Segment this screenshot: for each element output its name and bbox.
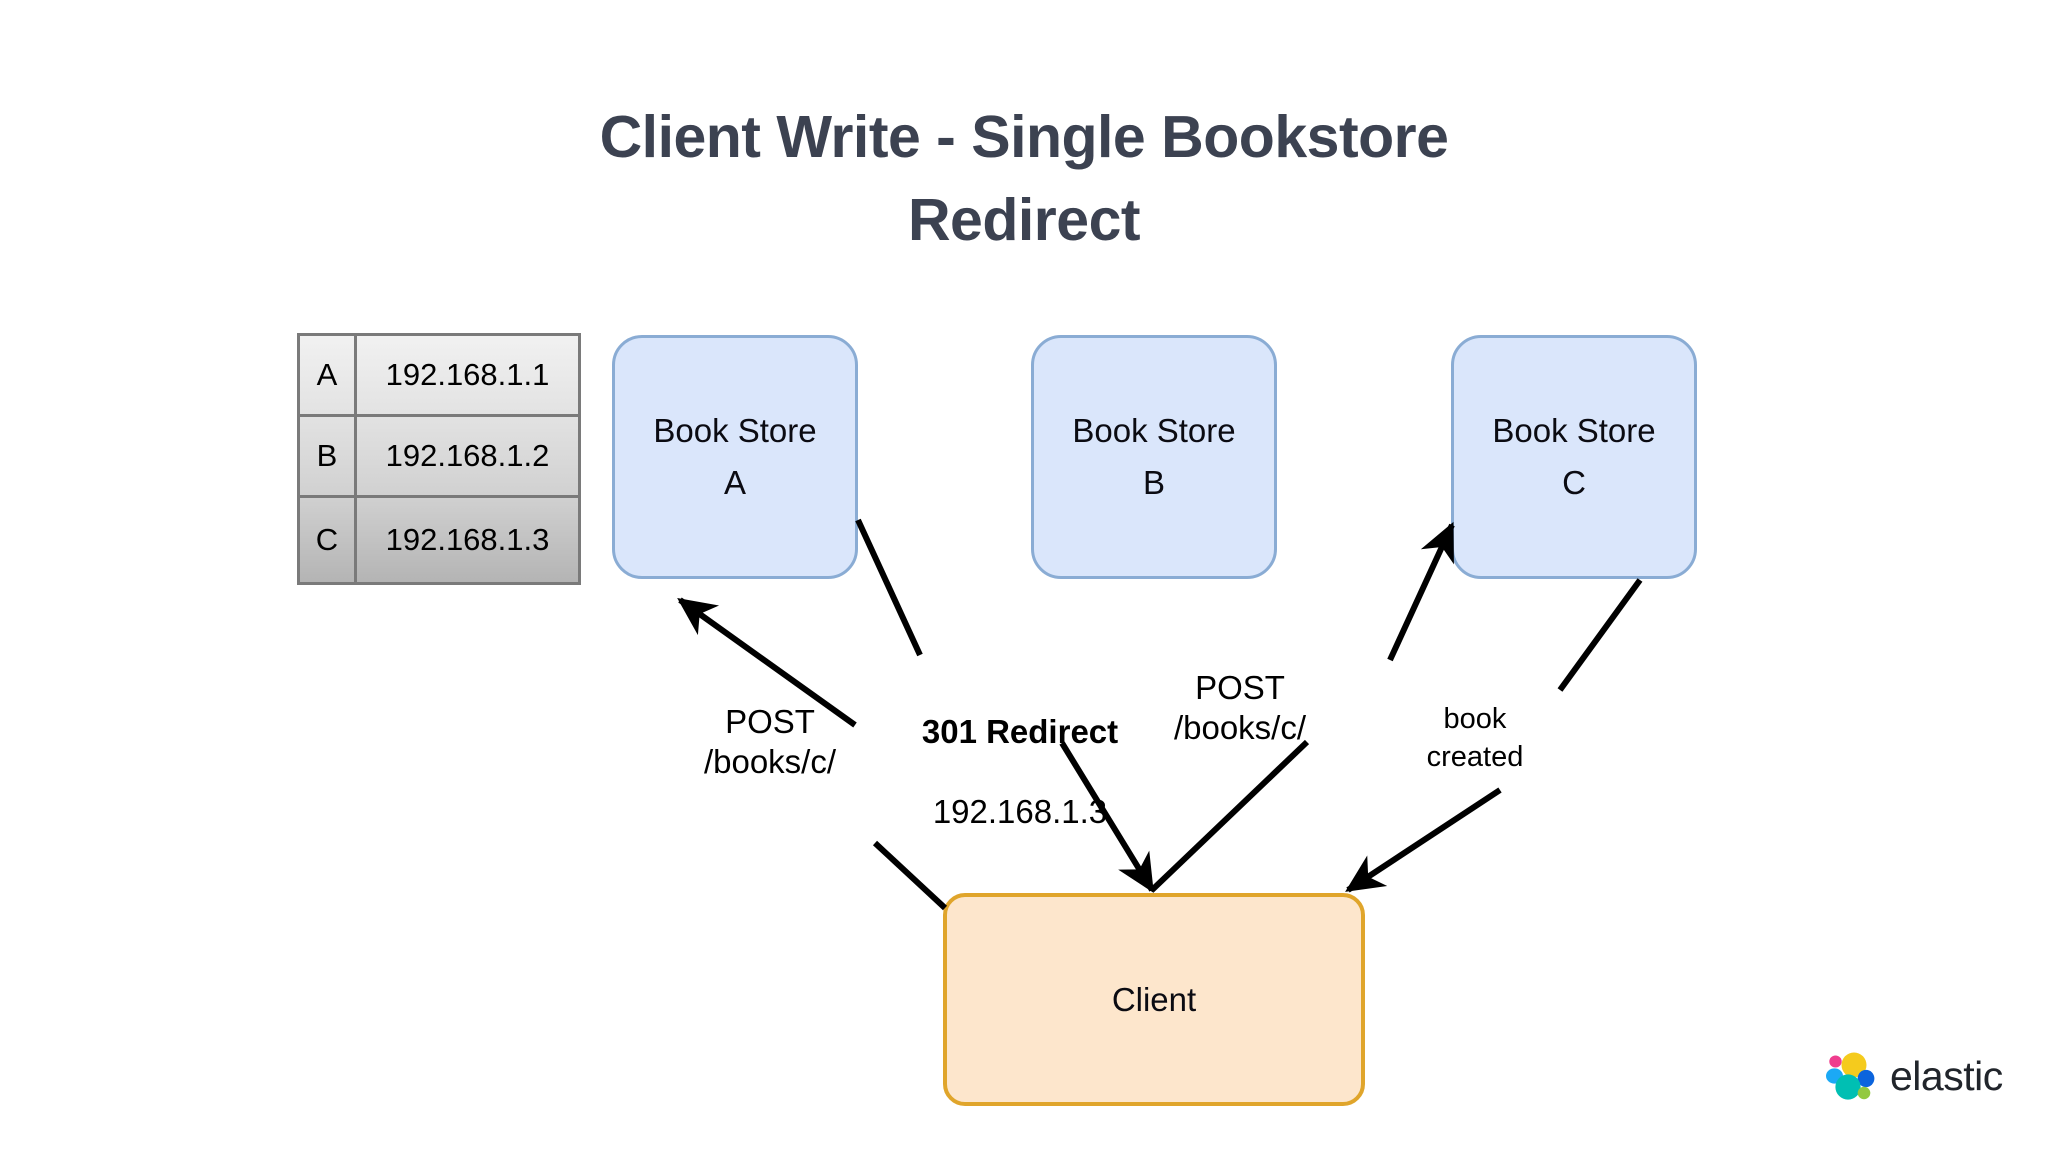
elastic-logo: elastic bbox=[1822, 1046, 2022, 1110]
edge-label-post-store-c: POST /books/c/ bbox=[1173, 669, 1307, 746]
table-row: A 192.168.1.1 bbox=[300, 336, 578, 417]
elastic-wordmark: elastic bbox=[1890, 1052, 2003, 1099]
elastic-mark-icon bbox=[1826, 1052, 1875, 1100]
edge-label-post-store-a: POST /books/c/ bbox=[703, 703, 837, 780]
node-book-store-a: Book Store A bbox=[612, 335, 858, 579]
edge-label-redirect-code: 301 Redirect bbox=[921, 713, 1119, 750]
table-cell-address: 192.168.1.3 bbox=[385, 522, 550, 557]
table-cell-key: A bbox=[300, 336, 357, 414]
table-cell-address: 192.168.1.2 bbox=[385, 438, 550, 473]
bookstore-address-table: A 192.168.1.1 B 192.168.1.2 C 192.168.1.… bbox=[297, 333, 581, 585]
edge-label-redirect-address: 192.168.1.3 bbox=[932, 793, 1108, 830]
node-client: Client bbox=[943, 893, 1365, 1106]
page-title: Client Write - Single Bookstore Redirect bbox=[599, 104, 1449, 253]
table-row: B 192.168.1.2 bbox=[300, 417, 578, 498]
table-cell-address: 192.168.1.1 bbox=[385, 357, 550, 392]
table-cell-key: B bbox=[300, 417, 357, 495]
node-book-store-b: Book Store B bbox=[1031, 335, 1277, 579]
table-row: C 192.168.1.3 bbox=[300, 498, 578, 582]
table-cell-key: C bbox=[300, 498, 357, 582]
edge-label-redirect: 301 Redirect 192.168.1.3 bbox=[890, 672, 1150, 832]
edge-label-book-created: book created bbox=[1426, 703, 1524, 773]
node-book-store-c: Book Store C bbox=[1451, 335, 1697, 579]
